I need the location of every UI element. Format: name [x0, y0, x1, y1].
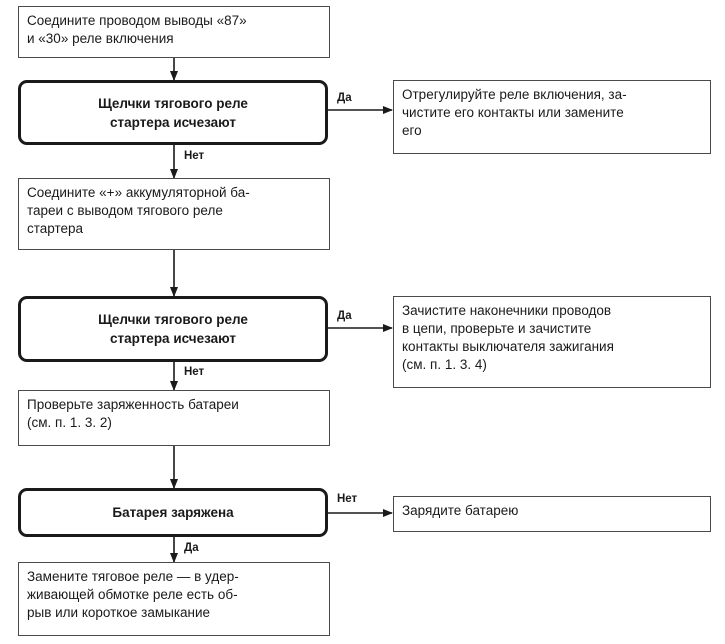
decision2-line: стартера исчезают	[110, 331, 236, 346]
decision2-box: Щелчки тягового реле стартера исчезают	[18, 296, 328, 362]
step4-line: Замените тяговое реле — в удер-	[27, 569, 239, 584]
decision2-yes-label: Да	[337, 310, 352, 322]
result2-line: (см. п. 1. 3. 4)	[402, 357, 487, 372]
decision3-box: Батарея заряжена	[18, 488, 328, 537]
result1-line: его	[402, 123, 422, 138]
result2-line: Зачистите наконечники проводов	[402, 303, 612, 318]
step2-box: Соедините «+» аккумуляторной ба- тареи с…	[18, 178, 330, 250]
step4-box: Замените тяговое реле — в удер- живающей…	[18, 562, 330, 636]
step1-line: Соедините проводом выводы «87»	[27, 13, 247, 28]
step2-line: тареи с выводом тягового реле	[27, 203, 223, 218]
result3-box: Зарядите батарею	[393, 496, 711, 532]
decision1-line: стартера исчезают	[110, 114, 236, 130]
decision3-no-label: Нет	[337, 493, 358, 505]
step4-line: рыв или короткое замыкание	[27, 605, 211, 620]
decision3-line: Батарея заряжена	[112, 505, 234, 520]
result1-box: Отрегулируйте реле включения, за- чистит…	[393, 80, 711, 154]
step4-line: живающей обмотке реле есть об-	[27, 587, 238, 602]
step3-box: Проверьте заряженность батареи (см. п. 1…	[18, 390, 330, 446]
decision1-yes-label: Да	[337, 92, 352, 104]
result2-box: Зачистите наконечники проводов в цепи, п…	[393, 296, 711, 388]
step2-line: стартера	[27, 221, 84, 236]
step2-line: Соедините «+» аккумуляторной ба-	[27, 185, 250, 200]
decision3-yes-label: Да	[184, 542, 199, 554]
step1-box: Соедините проводом выводы «87» и «30» ре…	[18, 6, 330, 58]
result1-line: чистите его контакты или замените	[402, 105, 624, 120]
step3-line: Проверьте заряженность батареи	[27, 397, 239, 412]
result2-line: контакты выключателя зажигания	[402, 339, 614, 354]
result3-line: Зарядите батарею	[402, 503, 519, 518]
decision2-no-label: Нет	[184, 366, 205, 378]
step1-line: и «30» реле включения	[27, 31, 174, 46]
result2-line: в цепи, проверьте и зачистите	[402, 321, 592, 336]
decision1-no-label: Нет	[184, 150, 205, 162]
step3-line: (см. п. 1. 3. 2)	[27, 415, 112, 430]
decision1-line: Щелчки тягового реле	[98, 95, 248, 111]
decision2-line: Щелчки тягового реле	[98, 312, 248, 327]
decision1-box: Щелчки тягового реле стартера исчезают	[18, 80, 328, 145]
result1-line: Отрегулируйте реле включения, за-	[402, 87, 627, 102]
